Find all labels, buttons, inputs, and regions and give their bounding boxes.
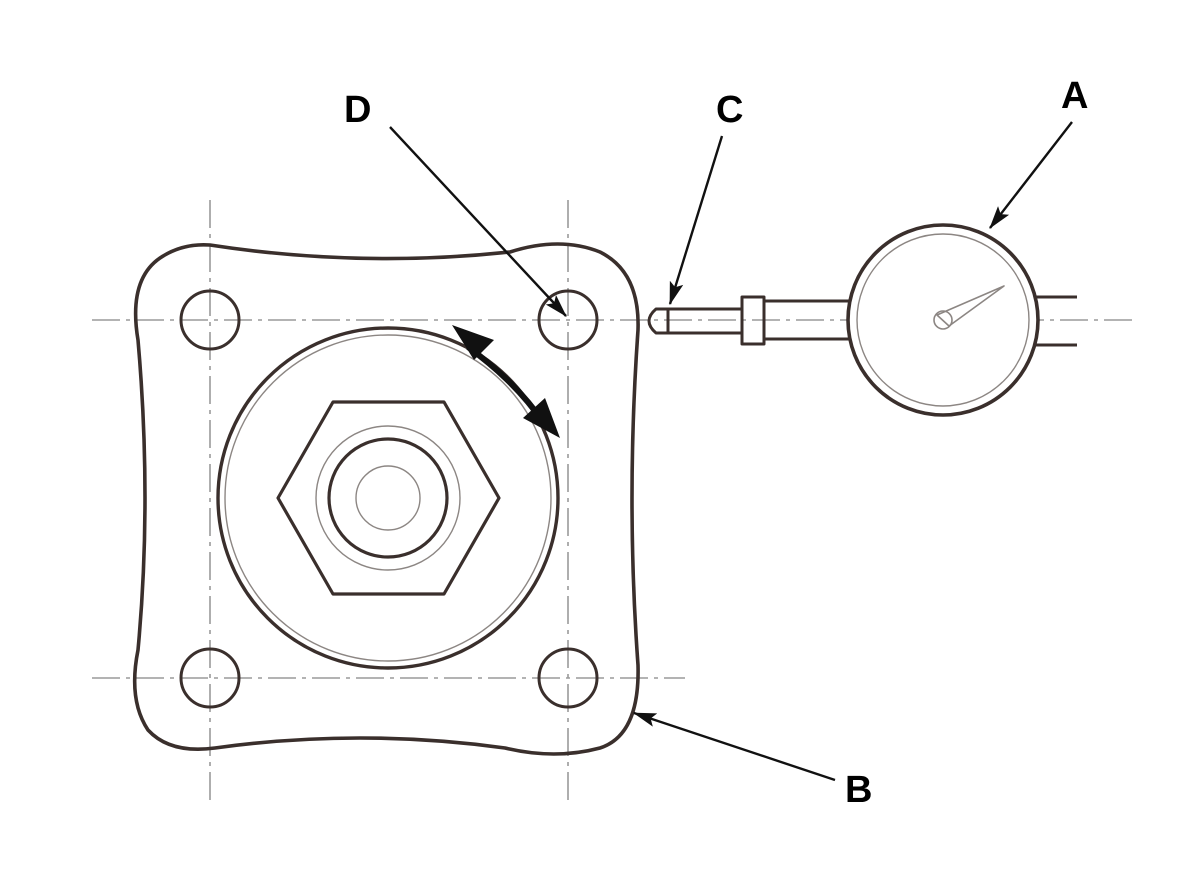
spindle-end-outer	[327, 437, 449, 559]
stud-holes	[179, 289, 599, 709]
callout-label-a: A	[1061, 75, 1088, 117]
wheel-stud-hole	[537, 289, 599, 351]
callout-leader-d	[389, 126, 567, 317]
double-headed-curved-arrow-icon	[452, 325, 560, 438]
stud-hole-bottom-right	[537, 647, 599, 709]
stud-hole-top-left	[179, 289, 241, 351]
dial-face-inner	[856, 233, 1030, 407]
dial-needle-icon	[933, 285, 1005, 330]
spindle-nut	[276, 400, 501, 596]
callout-labels: A B C D	[344, 75, 1088, 811]
callout-label-b: B	[845, 769, 872, 811]
stud-hole-bottom-left	[179, 647, 241, 709]
callout-label-c: C	[716, 89, 743, 131]
spindle-end-inner	[355, 465, 421, 531]
indicator-stem	[666, 307, 744, 335]
indicator-probe-tip	[647, 307, 670, 335]
callout-label-d: D	[344, 89, 371, 131]
hub-boss-inner	[224, 334, 552, 662]
dial-indicator	[647, 223, 1077, 417]
callout-leader-a	[989, 121, 1073, 229]
callout-leader-b	[632, 711, 836, 782]
wheel-hub-flange	[132, 242, 640, 756]
callout-leader-c	[668, 135, 724, 306]
hub-center-assembly	[216, 326, 560, 670]
hub-boss-outer	[216, 326, 560, 670]
callout-leaders	[389, 121, 1073, 782]
nut-washer-face	[315, 425, 461, 571]
